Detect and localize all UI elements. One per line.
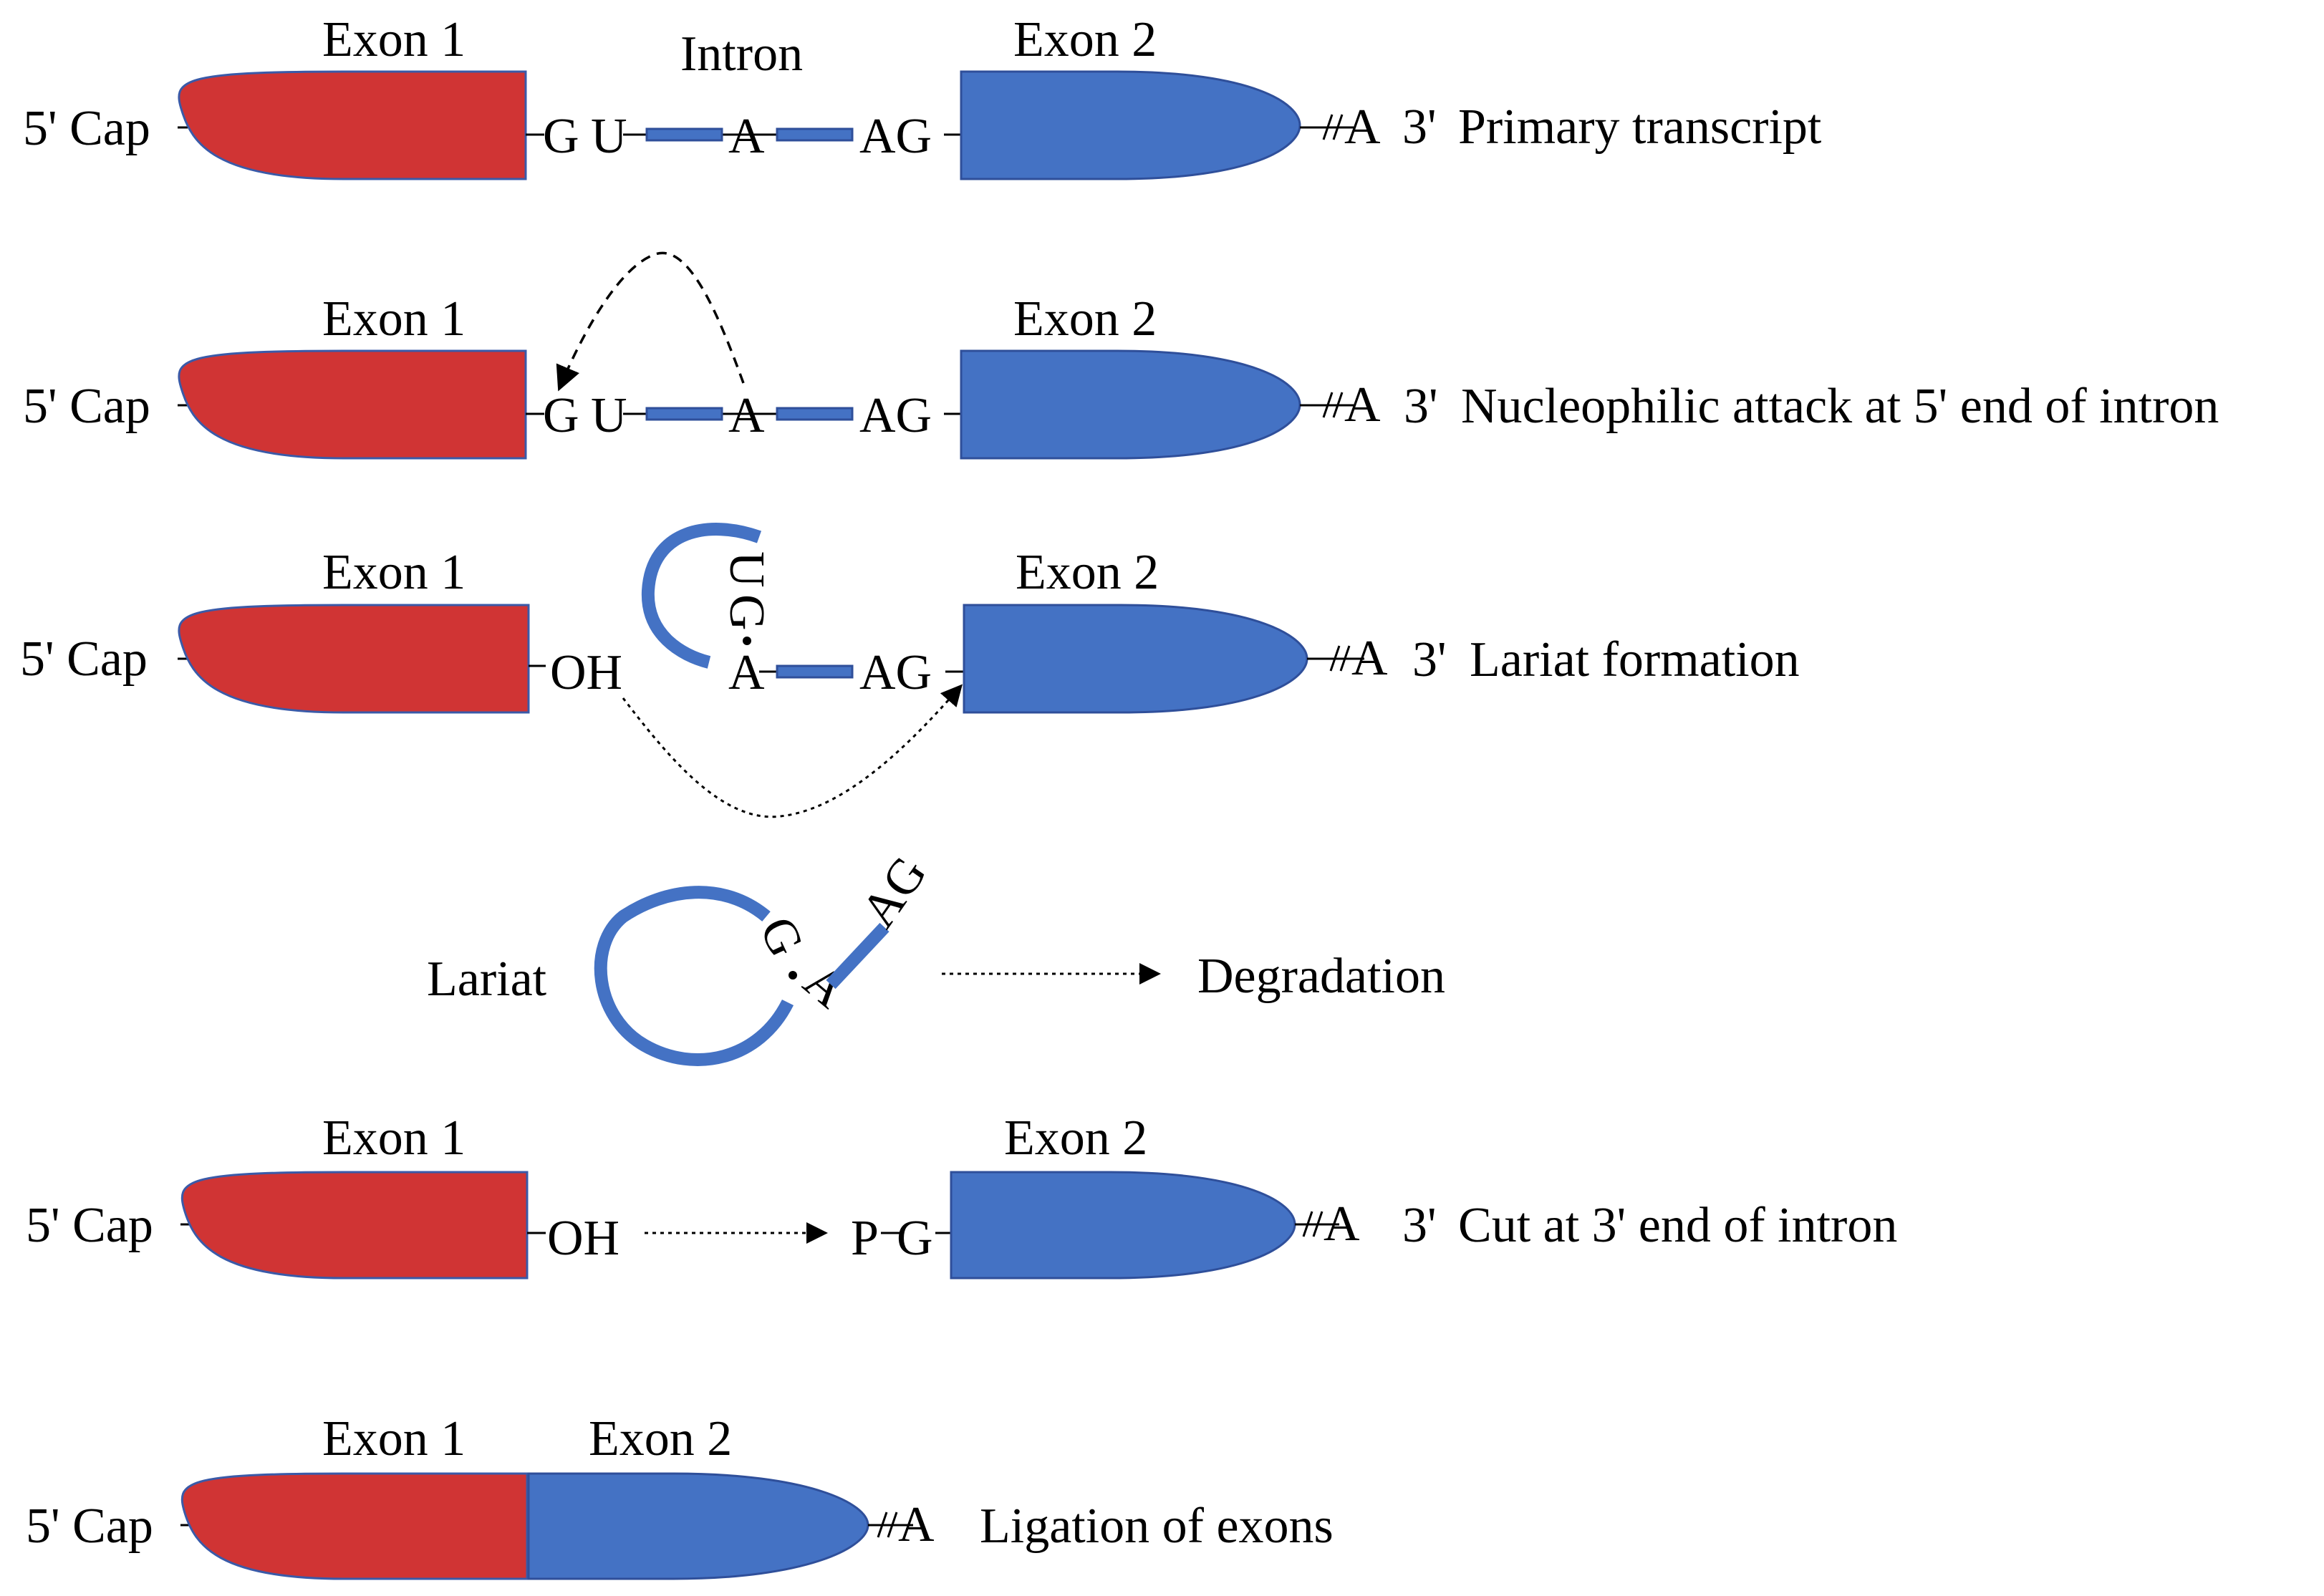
nuc-a: A <box>728 388 765 443</box>
nuc-ag: AG <box>859 109 932 164</box>
row-nucleophilic-attack: 5' Cap Exon 1 G U A AG Exon 2 A 3' Nucle… <box>23 251 2219 460</box>
cap-label: 5' Cap <box>26 1198 153 1253</box>
step-caption: Primary transcript <box>1458 100 1822 155</box>
row-cut-3-end: 5' Cap Exon 1 OH P G Exon 2 A 3' Cut at … <box>26 1111 1897 1280</box>
nuc-ag: AG <box>859 388 932 443</box>
exon2-shape <box>960 349 1301 460</box>
oh-label: OH <box>550 645 622 700</box>
intron-segment <box>645 407 723 421</box>
intron-segment <box>826 922 889 990</box>
intron-segment <box>645 127 723 142</box>
row-lariat-formation: 5' Cap Exon 1 OH U G A AG Exon 2 A 3' La… <box>20 523 1800 818</box>
intron-segment <box>776 664 854 679</box>
exon2-label: Exon 2 <box>1016 545 1159 600</box>
exon2-shape <box>963 604 1308 714</box>
step-caption: Ligation of exons <box>980 1499 1334 1554</box>
nuc-a: A <box>728 109 765 164</box>
step-caption: Lariat formation <box>1470 632 1800 687</box>
three-prime-label: 3' <box>1404 379 1438 434</box>
three-prime-label: 3' <box>1402 1198 1437 1253</box>
exon2-label: Exon 2 <box>589 1411 732 1466</box>
intron-segment <box>776 127 854 142</box>
row-primary-transcript: 5' Cap Exon 1 G U Intron A AG Exon 2 A 3… <box>23 12 1822 180</box>
exon2-shape <box>527 1472 869 1580</box>
nuc-ag: AG <box>851 846 937 937</box>
exon2-label: Exon 2 <box>1013 291 1157 347</box>
exon1-shape <box>178 70 527 180</box>
nuc-u: U <box>591 388 627 443</box>
intron-segment <box>776 407 854 421</box>
intron-label: Intron <box>680 26 803 82</box>
degradation-label: Degradation <box>1197 949 1445 1004</box>
nuc-a: A <box>728 645 765 700</box>
exon1-label: Exon 1 <box>322 291 466 347</box>
branch-bond-dot <box>789 971 797 980</box>
exon1-shape <box>180 1472 529 1580</box>
intron-loop <box>641 523 762 669</box>
row-lariat-degradation: Lariat G A AG Degradation <box>427 846 1445 1066</box>
lariat-loop <box>594 886 794 1066</box>
polya-label: A <box>1344 377 1381 432</box>
nuc-g: G <box>543 109 579 164</box>
phosphate-label: P <box>851 1211 879 1266</box>
step-caption: Nucleophilic attack at 5' end of intron <box>1461 379 2219 434</box>
three-prime-label: 3' <box>1412 632 1447 687</box>
exon1-label: Exon 1 <box>322 1111 466 1166</box>
exon1-label: Exon 1 <box>322 12 466 67</box>
exon1-label: Exon 1 <box>322 1411 466 1466</box>
cap-label: 5' Cap <box>20 632 148 687</box>
exon2-shape <box>960 70 1301 180</box>
oh-label: OH <box>547 1211 619 1266</box>
cap-label: 5' Cap <box>23 379 150 434</box>
step-caption: Cut at 3' end of intron <box>1458 1198 1897 1253</box>
exon1-shape <box>180 1171 529 1280</box>
exon1-label: Exon 1 <box>322 545 466 600</box>
attack-arrow <box>556 251 745 392</box>
polya-label: A <box>898 1497 935 1552</box>
nuc-g: G <box>897 1211 933 1266</box>
exon1-shape <box>178 604 530 714</box>
nuc-g: G <box>719 594 774 631</box>
nuc-ag: AG <box>859 645 932 700</box>
cap-label: 5' Cap <box>23 101 150 156</box>
three-prime-label: 3' <box>1402 100 1437 155</box>
nuc-g: G <box>543 388 579 443</box>
nuc-u: U <box>719 551 774 588</box>
row-ligation: 5' Cap Exon 1 Exon 2 A Ligation of exons <box>26 1411 1334 1580</box>
exon2-label: Exon 2 <box>1004 1111 1147 1166</box>
exon1-shape <box>178 349 527 460</box>
exon2-label: Exon 2 <box>1013 12 1157 67</box>
polya-label: A <box>1351 631 1388 686</box>
exon2-shape <box>950 1171 1296 1280</box>
polya-label: A <box>1344 100 1381 155</box>
cap-label: 5' Cap <box>26 1499 153 1554</box>
nuc-u: U <box>591 109 627 164</box>
ligation-arrow <box>622 684 963 818</box>
lariat-label: Lariat <box>427 952 547 1007</box>
branch-bond-dot <box>743 637 751 645</box>
polya-label: A <box>1323 1196 1360 1252</box>
